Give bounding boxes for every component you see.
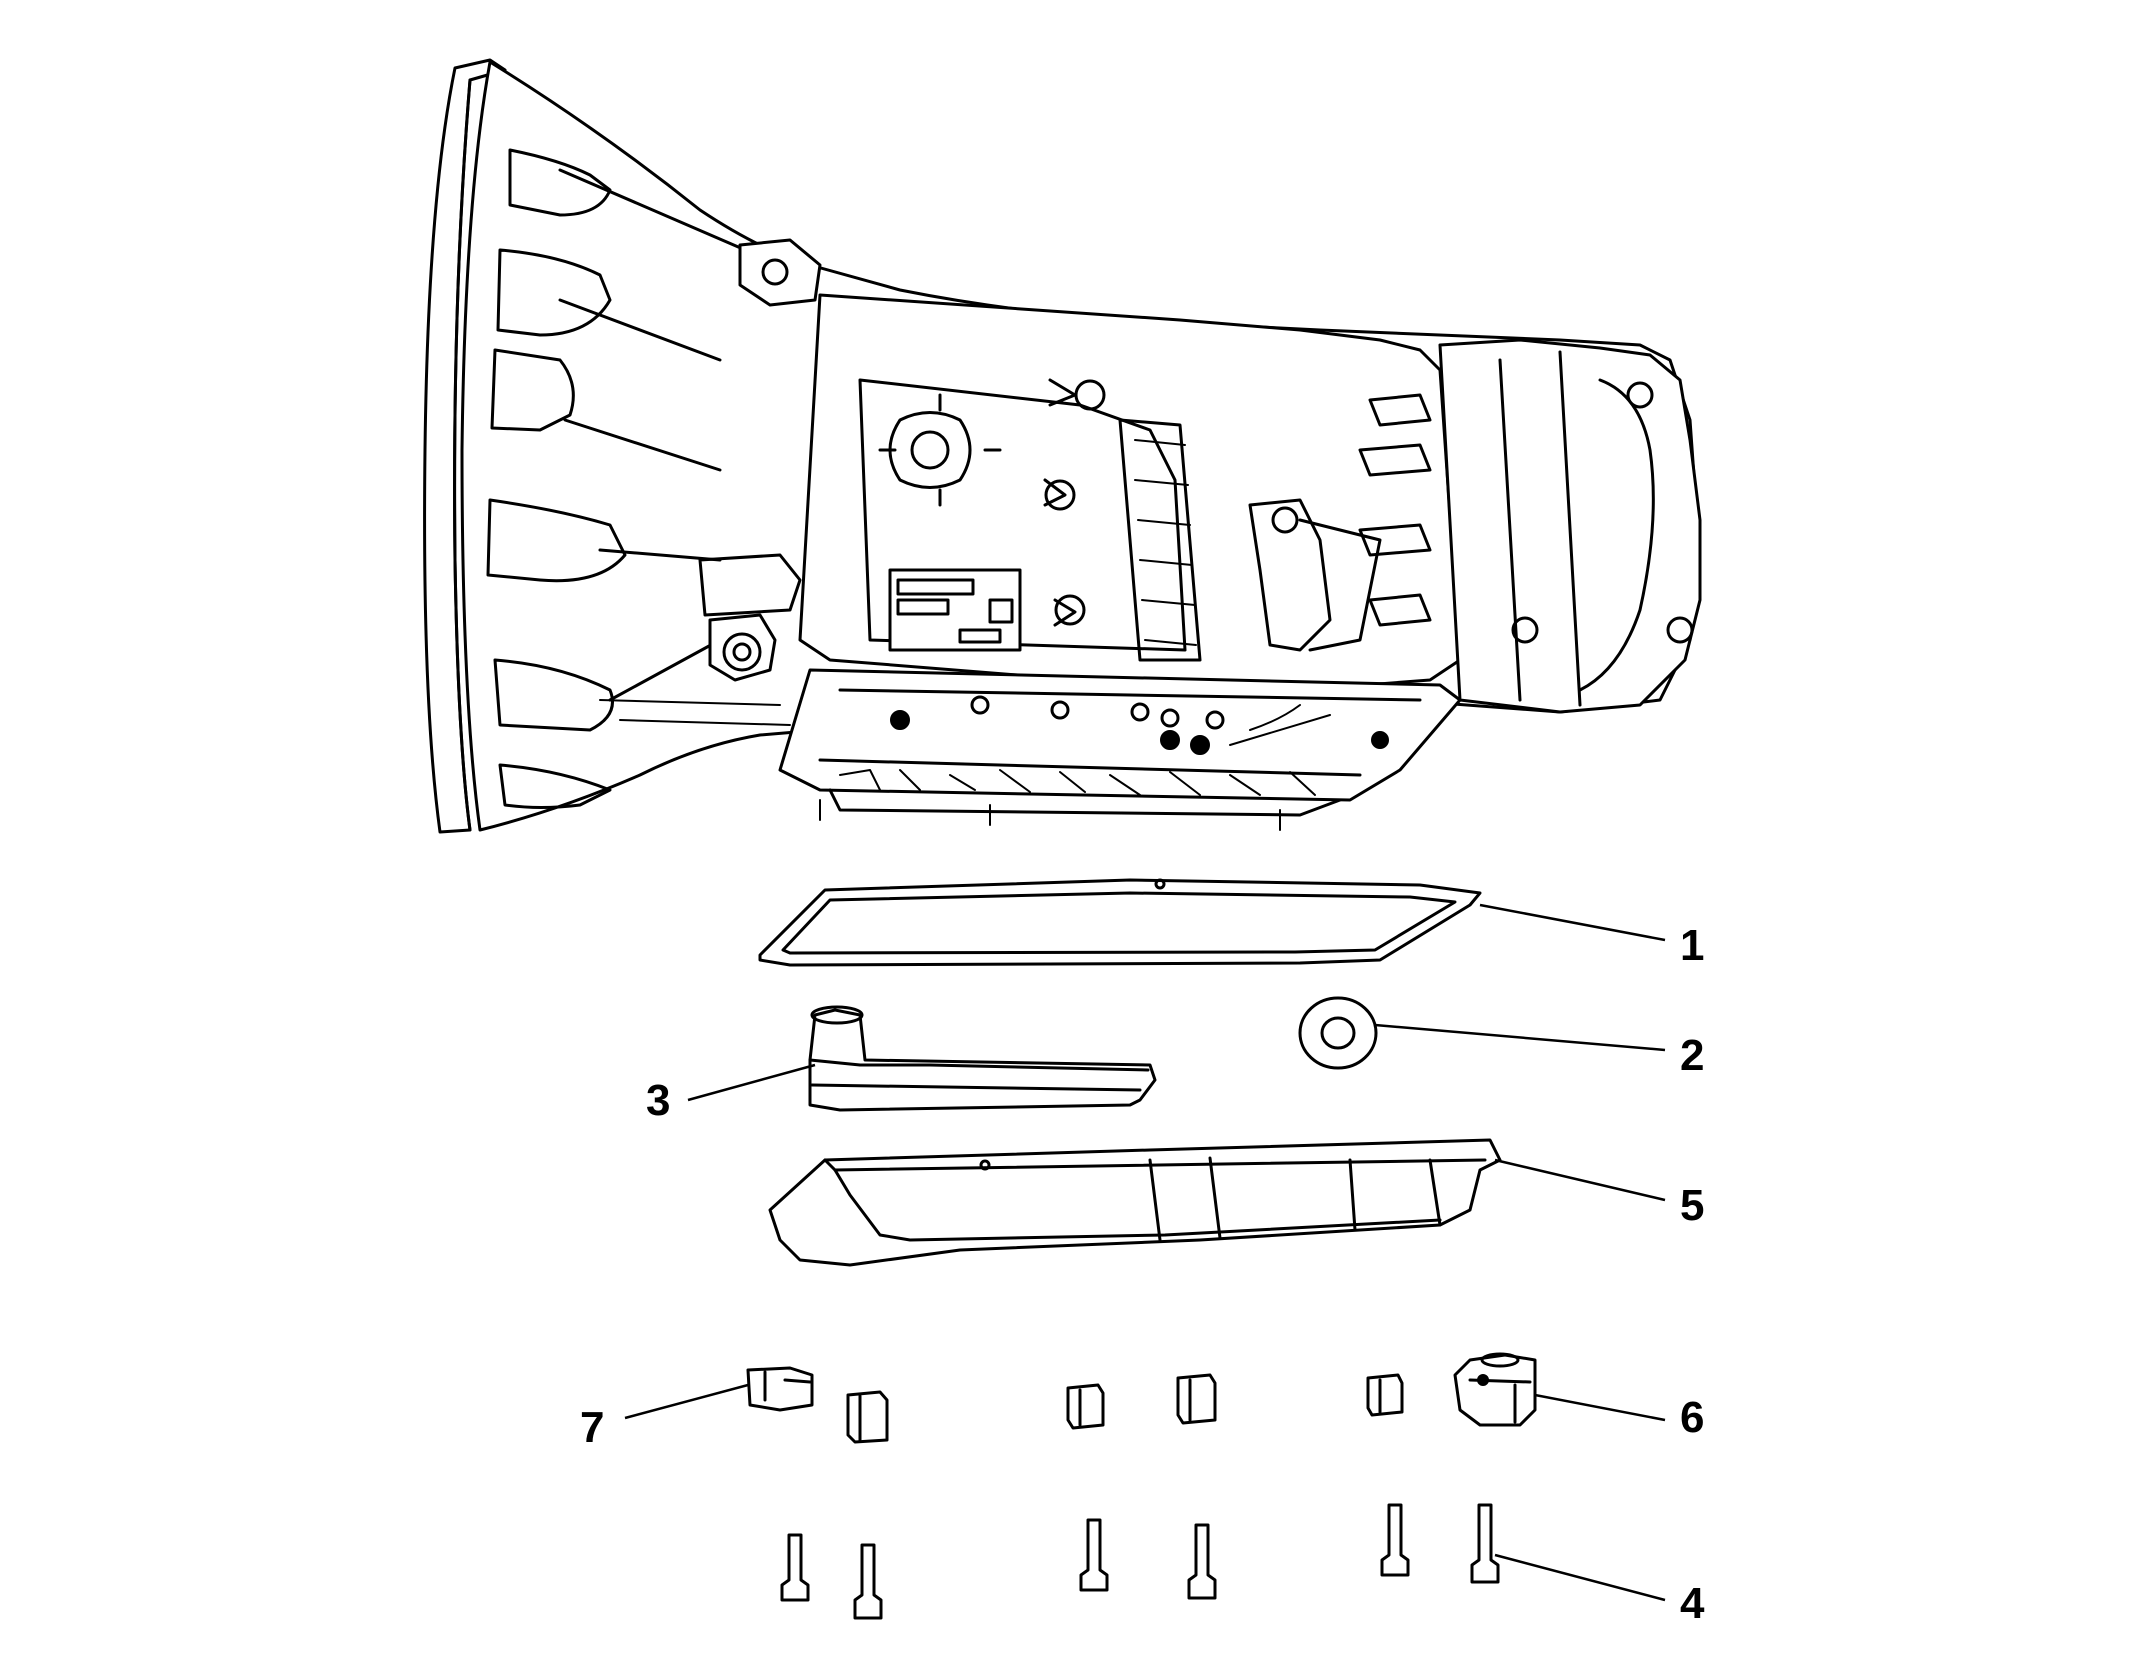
leader-5: [1494, 1158, 1666, 1202]
retaining-clips: [746, 1366, 1404, 1444]
callout-5: 5: [1680, 1181, 1704, 1230]
callout-6: 6: [1680, 1393, 1704, 1442]
transmission-assembly: [423, 58, 1702, 834]
oil-pan: [768, 1138, 1502, 1267]
gasket: [758, 878, 1482, 967]
leader-3: [687, 1063, 816, 1102]
callout-1: 1: [1680, 921, 1704, 970]
callout-7: 7: [580, 1403, 604, 1452]
leader-4: [1494, 1553, 1666, 1602]
leader-1: [1479, 903, 1666, 942]
bracket: [1453, 1352, 1537, 1427]
leader-7: [624, 1383, 749, 1420]
callout-2: 2: [1680, 1031, 1704, 1080]
seal-ring: [1298, 996, 1378, 1070]
pan-bolts: [780, 1503, 1500, 1620]
callout-3: 3: [646, 1076, 670, 1125]
leader-lines: [624, 903, 1666, 1602]
filter: [808, 1005, 1157, 1112]
leader-2: [1374, 1023, 1666, 1052]
callout-labels: 1 2 3 4 5 6 7: [580, 921, 1705, 1628]
callout-4: 4: [1680, 1579, 1705, 1628]
leader-6: [1534, 1393, 1666, 1422]
